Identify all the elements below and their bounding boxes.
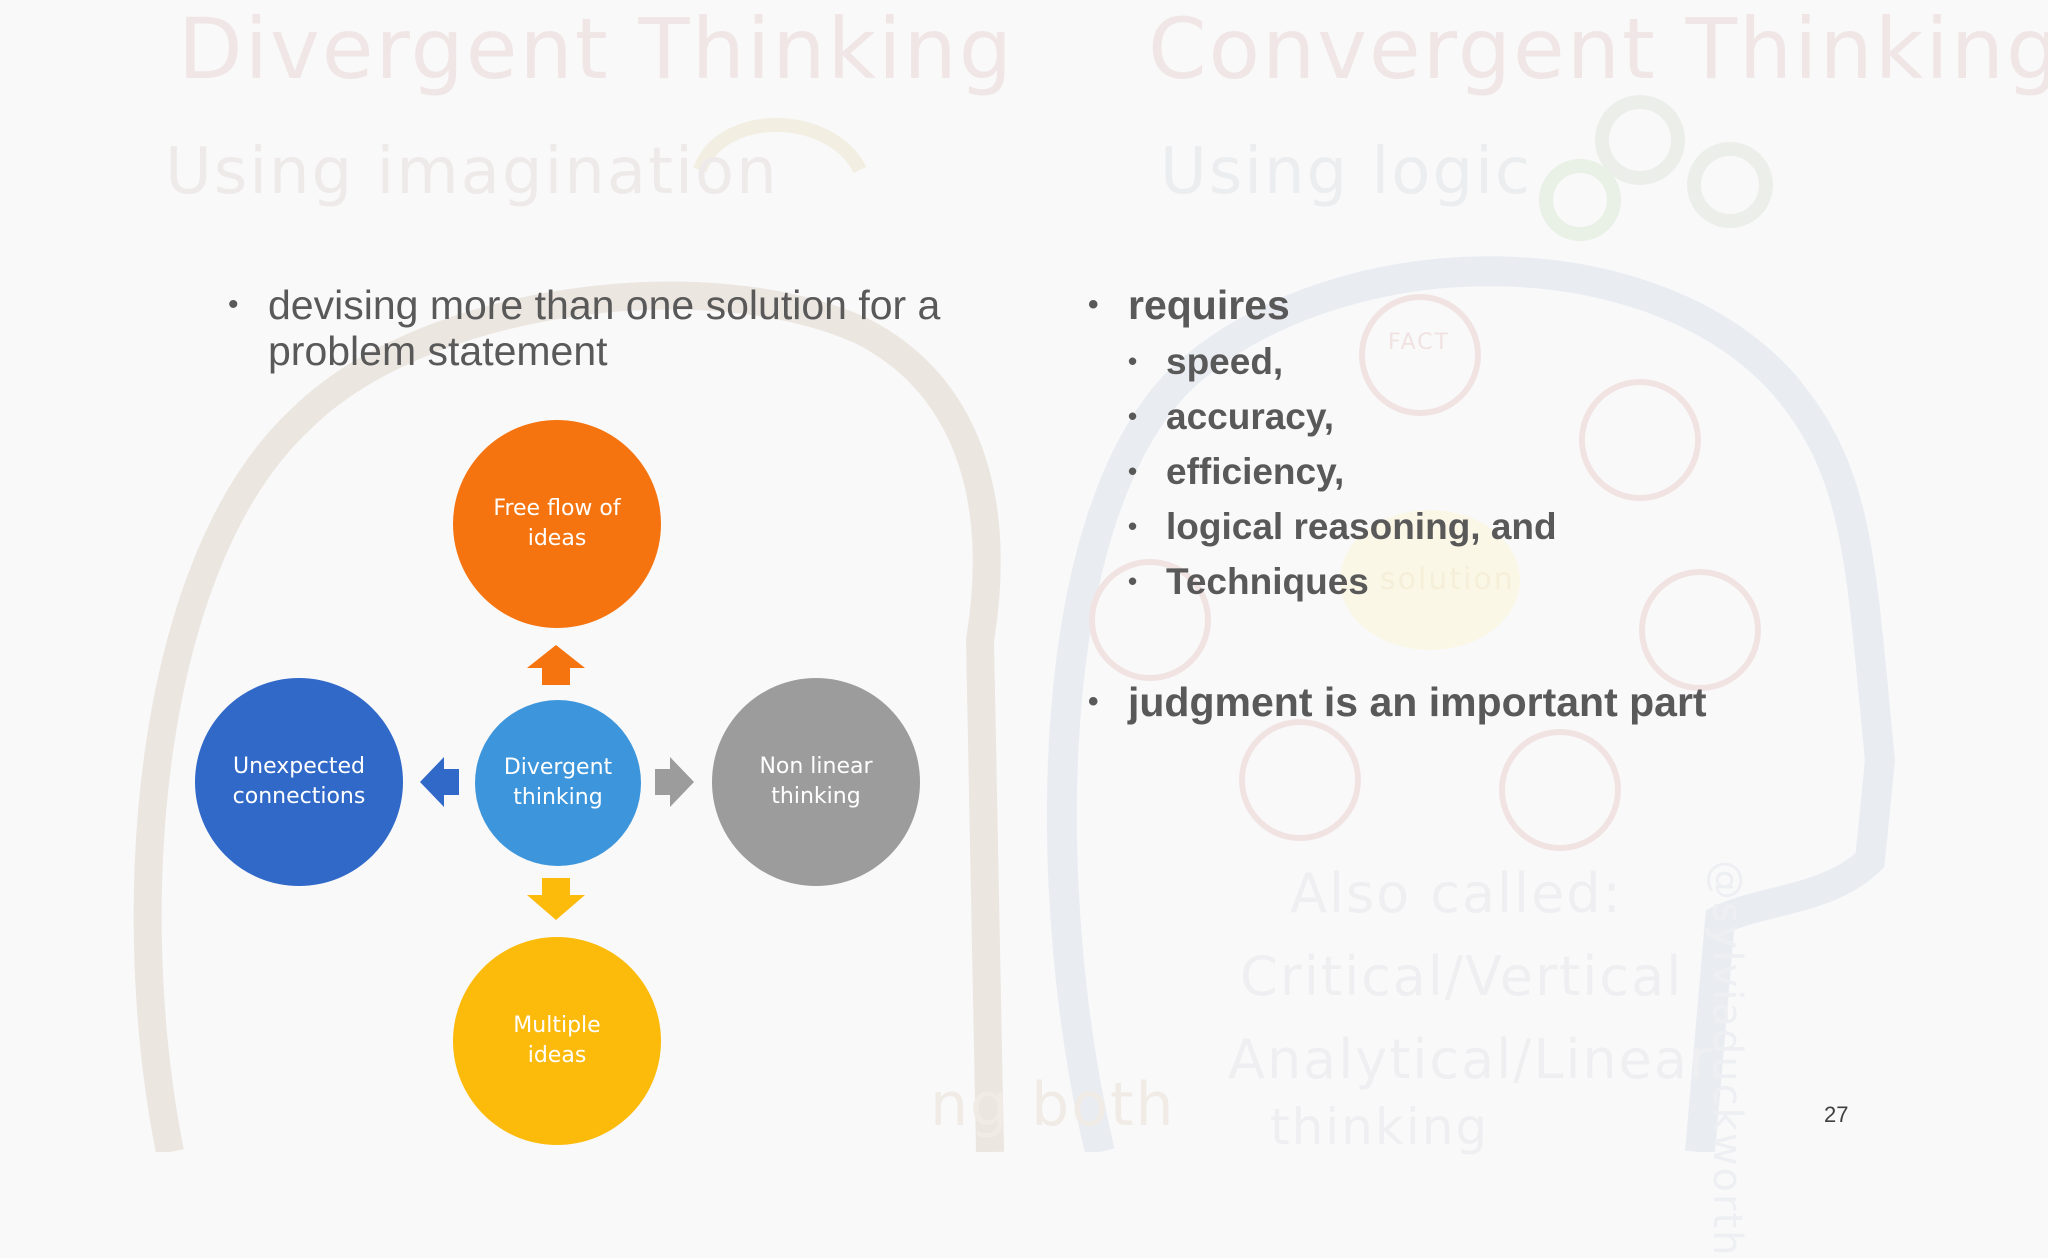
circle-non-linear-label: Non linear thinking (759, 754, 873, 809)
arrow-left (420, 757, 459, 807)
sub-bullet-efficiency: efficiency, (1088, 444, 1988, 499)
rainbow-icon (693, 118, 867, 174)
bg-bottom-text: ng both (930, 1070, 1176, 1140)
requires-sublist: speed, accuracy, efficiency, logical rea… (1088, 334, 1988, 609)
circle-divergent-label: Divergent thinking (503, 755, 613, 810)
sub-bullet-speed: speed, (1088, 334, 1988, 389)
bullet-requires: requires (1088, 282, 1988, 328)
right-bullet-list: requires speed, accuracy, efficiency, lo… (1088, 282, 1988, 725)
gear-icon (1539, 159, 1621, 241)
bullet-devising: devising more than one solution for a pr… (228, 282, 1048, 374)
bg-left-subtitle: Using imagination (165, 135, 779, 209)
diagram-arrows (420, 645, 694, 920)
circle-free-flow: Free flow of ideas (453, 420, 661, 628)
sub-bullet-accuracy: accuracy, (1088, 389, 1988, 444)
gear-icon (1687, 142, 1773, 228)
bg-also-called-1: Also called: (1290, 862, 1623, 925)
fact-circle (1499, 729, 1621, 851)
circle-divergent-thinking: Divergent thinking (475, 700, 641, 866)
left-bullet-list: devising more than one solution for a pr… (228, 282, 1048, 374)
arrow-up (527, 645, 585, 685)
circle-multiple-label: Multiple ideas (513, 1013, 601, 1068)
bg-left-title: Divergent Thinking (178, 0, 1015, 98)
sub-bullet-logical-reasoning: logical reasoning, and (1088, 499, 1988, 554)
sub-bullet-techniques: Techniques (1088, 554, 1988, 609)
bg-right-subtitle: Using logic (1160, 135, 1533, 209)
gear-icon (1595, 95, 1685, 185)
circle-unexpected-connections: Unexpected connections (195, 678, 403, 886)
circle-non-linear: Non linear thinking (712, 678, 920, 886)
page-number: 27 (1824, 1102, 1849, 1127)
bg-right-title: Convergent Thinking (1148, 0, 2048, 98)
bullet-judgment: judgment is an important part (1088, 679, 1988, 725)
bg-also-called-2: Critical/Vertical (1240, 945, 1684, 1008)
arrow-down (527, 878, 585, 920)
circle-free-flow-label: Free flow of ideas (493, 496, 621, 551)
bg-also-called-4: thinking (1270, 1098, 1490, 1156)
bg-also-called-3: Analytical/Linear (1228, 1028, 1714, 1091)
circle-unexpected-label: Unexpected connections (232, 754, 366, 809)
arrow-right (655, 757, 694, 807)
circle-multiple-ideas: Multiple ideas (453, 937, 661, 1145)
